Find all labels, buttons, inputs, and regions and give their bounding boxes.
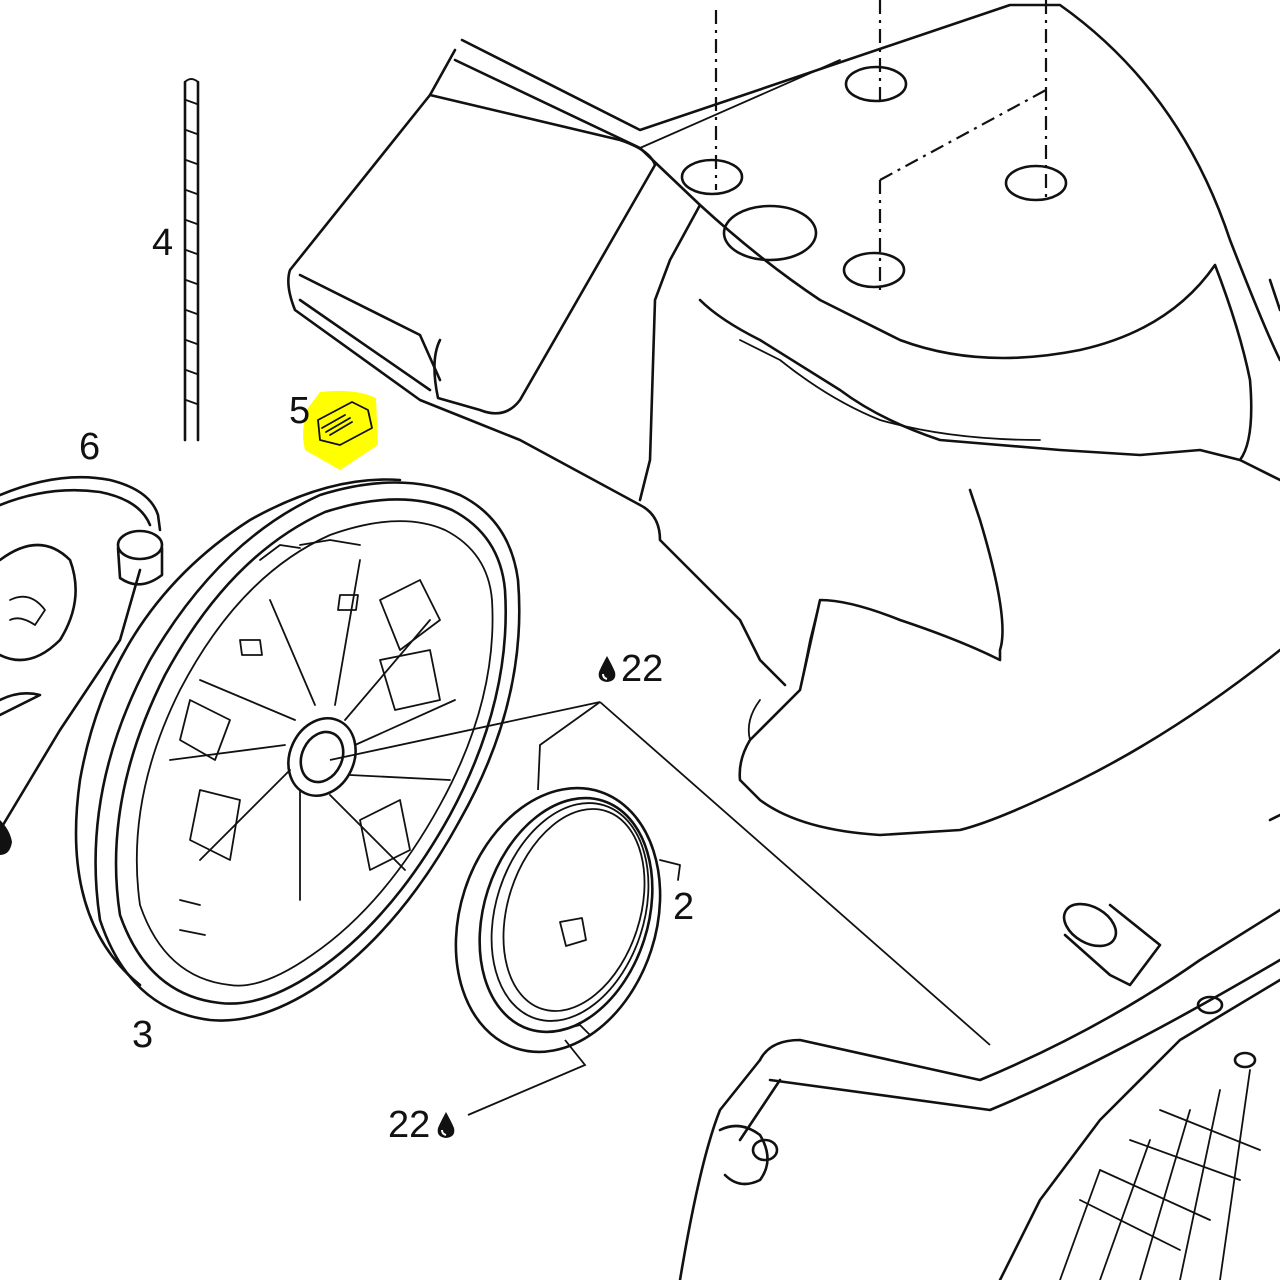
callout-part-5: 5 xyxy=(289,390,311,432)
housing-screw-holes xyxy=(680,65,1068,289)
callout-part-4: 4 xyxy=(152,222,174,264)
starter-rod xyxy=(183,78,200,442)
pulley-part xyxy=(74,478,521,1022)
leader-lines xyxy=(329,701,991,1116)
engine-block xyxy=(678,813,1280,1282)
callout-lube-lower: 22 xyxy=(388,1106,460,1144)
pawl-part xyxy=(303,390,378,470)
callout-part-3: 3 xyxy=(132,1014,154,1056)
callout-part-2: 2 xyxy=(673,886,695,928)
rewind-spring-part xyxy=(454,786,681,1054)
callout-part-6: 6 xyxy=(79,426,101,468)
callout-lube-lower-label: 22 xyxy=(388,1104,431,1146)
fan-housing xyxy=(287,3,1280,837)
callout-lube-upper: 22 xyxy=(597,650,663,688)
part-5-highlight xyxy=(303,390,378,470)
oil-drop-icon xyxy=(597,655,617,683)
starter-cover-part xyxy=(0,475,164,855)
oil-drop-icon xyxy=(436,1111,456,1139)
screw-axis-lines xyxy=(639,0,1048,290)
callout-lube-upper-label: 22 xyxy=(621,648,664,690)
